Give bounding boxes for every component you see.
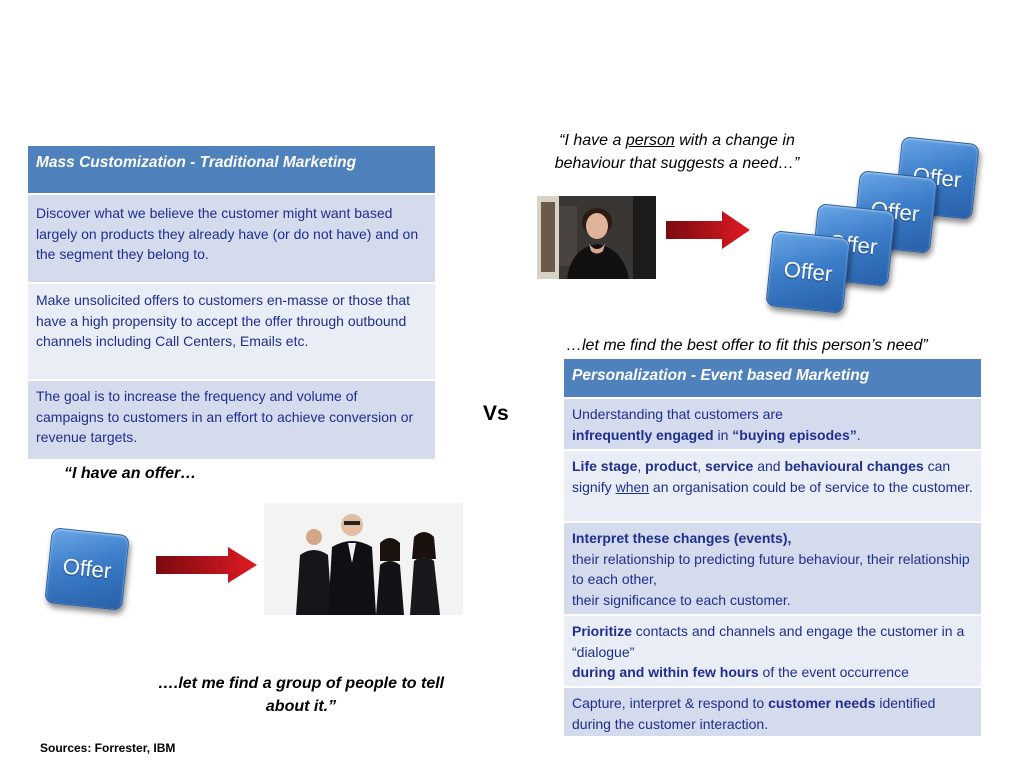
- row4-text-1: contacts and channels and engage the cus…: [572, 623, 965, 660]
- row2-bold-2: product: [645, 458, 698, 474]
- row2-bold-3: service: [705, 458, 754, 474]
- row2-text-4: can signify: [572, 458, 951, 495]
- personalization-table: Personalization - Event based Marketing …: [564, 359, 981, 738]
- row4-text-2: of the event occurrence: [758, 664, 909, 680]
- offer-button-1: Offer: [765, 230, 851, 314]
- mass-customization-row-3: The goal is to increase the frequency an…: [28, 381, 435, 461]
- personalization-row-3: Interpret these changes (events), their …: [564, 523, 981, 616]
- row1-bold-1: infrequently engaged: [572, 426, 714, 443]
- row1-text-3: .: [856, 426, 861, 443]
- offer-button-single: Offer: [44, 527, 130, 611]
- personalization-header: Personalization - Event based Marketing: [564, 359, 981, 399]
- row1-text-1: Understanding that customers are: [572, 406, 783, 422]
- row5-text-1: Capture, interpret & respond to: [572, 695, 769, 711]
- quote-have-offer: “I have an offer…: [64, 465, 197, 482]
- row2-bold-1: Life stage: [572, 458, 638, 474]
- personalization-row-5: Capture, interpret & respond to customer…: [564, 688, 981, 738]
- row5-text-2: identified during the customer interacti…: [572, 695, 936, 732]
- quote-person-change: “I have a person with a change in behavi…: [532, 129, 822, 175]
- mass-customization-header: Mass Customization - Traditional Marketi…: [28, 146, 435, 195]
- row3-line-2: their significance to each customer.: [572, 591, 791, 608]
- group-photo: [264, 503, 463, 615]
- row3-bold-1: Interpret these changes (events),: [572, 530, 792, 546]
- mass-customization-row-2: Make unsolicited offers to customers en-…: [28, 284, 435, 381]
- mass-customization-table: Mass Customization - Traditional Marketi…: [28, 146, 435, 461]
- red-arrow-icon-bottom: [156, 547, 257, 583]
- group-photo-icon: [264, 503, 463, 615]
- row2-underline-when: when: [615, 478, 650, 495]
- row2-text-3: and: [753, 458, 785, 474]
- quote-person-post: with a change in behaviour that suggests…: [554, 132, 800, 172]
- row4-bold-2: during and within few hours: [572, 664, 759, 680]
- quote-person-underlined: person: [625, 132, 675, 149]
- versus-label: Vs: [483, 402, 509, 425]
- row2-text-1: ,: [637, 458, 646, 474]
- row2-text-2: ,: [697, 458, 706, 474]
- row5-bold-1: customer needs: [768, 695, 876, 711]
- personalization-row-2: Life stage, product, service and behavio…: [564, 451, 981, 523]
- person-photo: [537, 196, 656, 279]
- mass-customization-row-1: Discover what we believe the customer mi…: [28, 195, 435, 284]
- row3-line-1: their relationship to predicting future …: [572, 550, 970, 588]
- row1-text-2: in: [713, 426, 733, 443]
- quote-find-group: ….let me find a group of people to tell …: [157, 675, 445, 715]
- quote-best-offer: …let me find the best offer to fit this …: [566, 337, 928, 354]
- row4-bold-1: Prioritize: [572, 623, 632, 639]
- person-photo-icon: [537, 196, 656, 279]
- row2-bold-4: behavioural changes: [784, 458, 924, 474]
- quote-person-pre: “I have a: [559, 132, 626, 149]
- personalization-row-1: Understanding that customers are infrequ…: [564, 399, 981, 451]
- row2-text-5: an organisation could be of service to t…: [649, 478, 973, 495]
- sources-note: Sources: Forrester, IBM: [40, 741, 176, 755]
- personalization-row-4: Prioritize contacts and channels and eng…: [564, 616, 981, 688]
- red-arrow-icon-top: [666, 211, 750, 249]
- row1-bold-2: “buying episodes”: [732, 426, 857, 443]
